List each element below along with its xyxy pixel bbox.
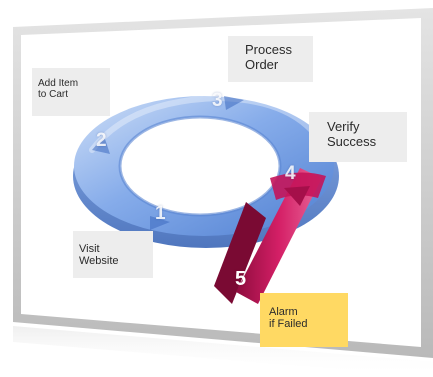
step-3-number: 3 [212,90,223,111]
step-1-label: Visit Website [73,231,153,278]
step-3-label: Process Order [228,36,313,82]
step-5-number: 5 [235,268,247,290]
ring-top [74,96,334,236]
step-2-label: Add Item to Cart [32,68,110,116]
step-4-label: Verify Success [309,112,407,162]
step-2-number: 2 [96,130,107,151]
ring-arrow-notch-1 [150,216,170,230]
ring-inner-rim [118,115,282,217]
failure-bar-cap [270,172,326,200]
failure-arrow-tip [284,186,310,206]
step-1-number: 1 [155,203,166,224]
ring-arrow-notch-3 [224,96,244,110]
step-4-number: 4 [285,163,296,184]
failure-bar-side [214,202,266,304]
step-5-label: Alarm if Failed [260,293,348,347]
ring-arrow-notch-2 [92,136,110,154]
frame-reflection [13,326,433,377]
ring-highlight [89,94,321,153]
